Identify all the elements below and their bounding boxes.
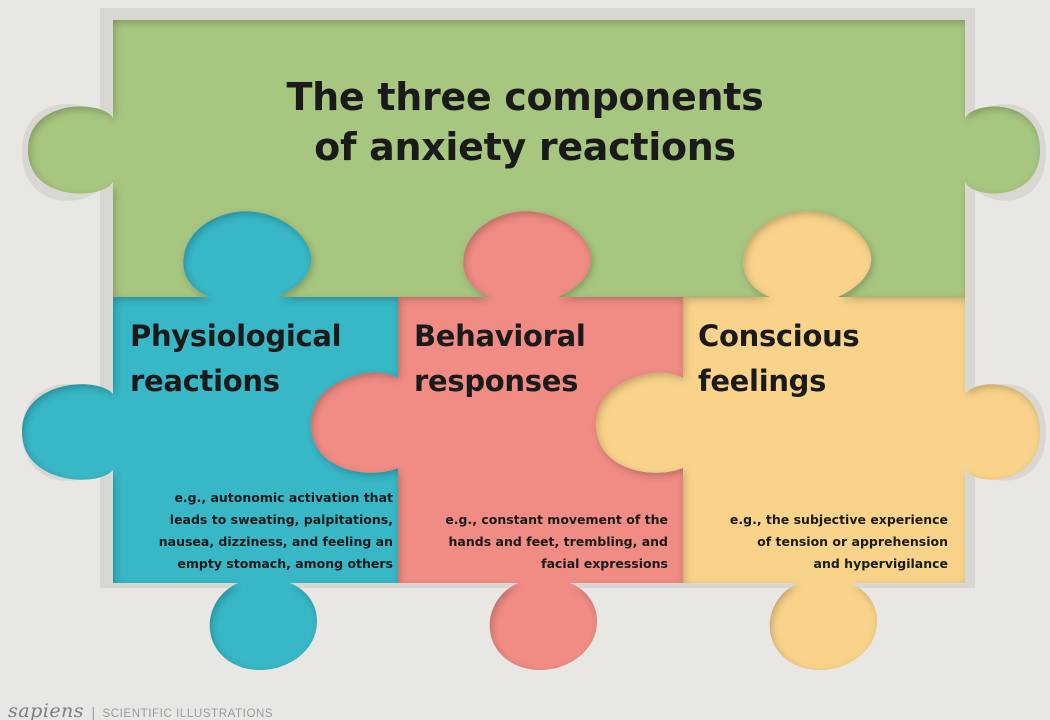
conscious-heading: Conscious feelings (698, 314, 860, 404)
behavioral-heading: Behavioral responses (414, 314, 586, 404)
behavioral-heading-line-1: Behavioral (414, 319, 586, 353)
physiological-desc-line-4: empty stomach, among others (177, 556, 393, 571)
conscious-desc-line-3: and hypervigilance (813, 556, 948, 571)
behavioral-description: e.g., constant movement of the hands and… (445, 509, 668, 575)
behavioral-heading-line-2: responses (414, 364, 579, 398)
title-line-1: The three components (286, 75, 764, 119)
behavioral-piece (310, 211, 683, 670)
physiological-desc-line-1: e.g., autonomic activation that (174, 490, 393, 505)
physiological-heading-line-2: reactions (130, 364, 280, 398)
brand-logo: sapiens (8, 700, 85, 720)
conscious-piece (595, 211, 1040, 670)
footer-tagline: SCIENTIFIC ILLUSTRATIONS (102, 708, 274, 720)
behavioral-desc-line-1: e.g., constant movement of the (445, 512, 668, 527)
behavioral-desc-line-3: facial expressions (541, 556, 668, 571)
conscious-heading-line-1: Conscious (698, 319, 860, 353)
conscious-desc-line-1: e.g., the subjective experience (729, 512, 948, 527)
diagram-title: The three components of anxiety reaction… (210, 72, 840, 172)
physiological-piece (22, 211, 398, 670)
physiological-heading-line-1: Physiological (130, 319, 342, 353)
conscious-heading-line-2: feelings (698, 364, 827, 398)
physiological-description: e.g., autonomic activation that leads to… (159, 487, 393, 575)
top-piece (28, 20, 1040, 297)
conscious-desc-line-2: of tension or apprehension (757, 534, 948, 549)
physiological-desc-line-2: leads to sweating, palpitations, (169, 512, 393, 527)
physiological-desc-line-3: nausea, dizziness, and feeling an (158, 534, 393, 549)
behavioral-desc-line-2: hands and feet, trembling, and (448, 534, 668, 549)
physiological-heading: Physiological reactions (130, 314, 342, 404)
footer-credit: sapiens | SCIENTIFIC ILLUSTRATIONS (8, 700, 273, 720)
footer-separator: | (91, 706, 96, 720)
conscious-description: e.g., the subjective experience of tensi… (730, 509, 948, 575)
title-line-2: of anxiety reactions (314, 125, 736, 169)
